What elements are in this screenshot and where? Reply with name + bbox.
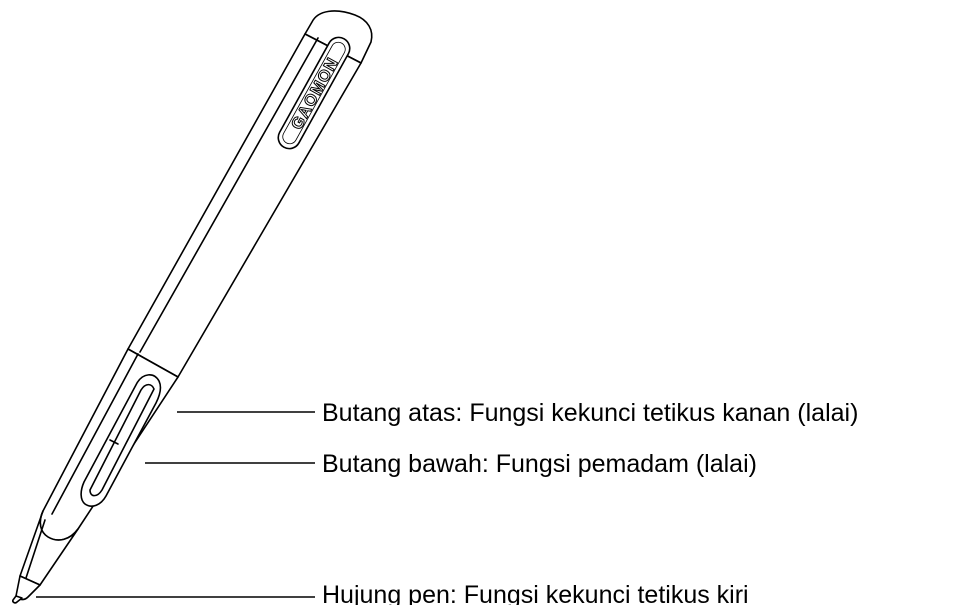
pen-tip-cone	[19, 510, 79, 586]
brand-badge-outline	[277, 36, 351, 150]
button-divider	[109, 439, 119, 445]
brand-badge-inner	[282, 41, 346, 145]
pen-tip-cone-line	[25, 519, 46, 579]
pen-tip-label: Hujung pen: Fungsi kekunci tetikus kiri	[322, 581, 749, 605]
side-button-inner	[89, 383, 155, 497]
upper-button-label: Butang atas: Fungsi kekunci tetikus kana…	[322, 399, 858, 427]
pen-nib-point	[12, 595, 23, 604]
pen-barrel-highlight	[139, 37, 319, 353]
pen-grip-line	[51, 353, 139, 515]
lower-button-label: Butang bawah: Fungsi pemadam (lalai)	[322, 450, 757, 478]
side-button-recess	[80, 374, 162, 507]
stylus-pen	[12, 10, 373, 604]
callout-lines	[36, 411, 315, 598]
